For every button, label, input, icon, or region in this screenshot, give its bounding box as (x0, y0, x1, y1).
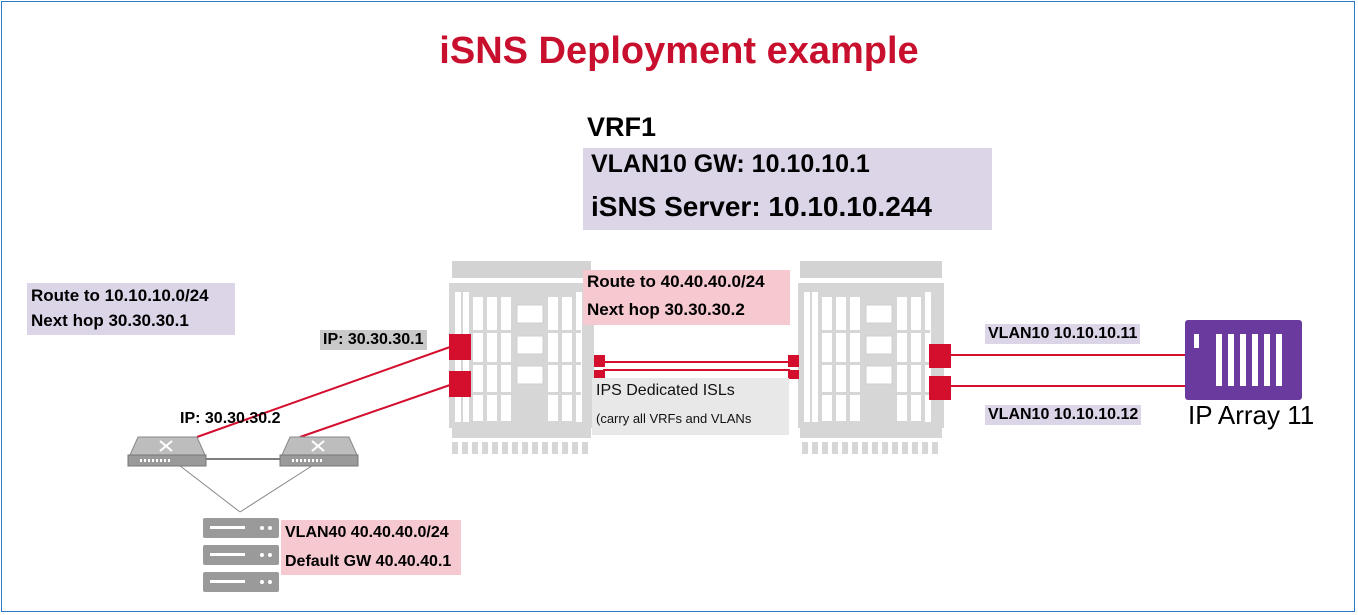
vrf-name: VRF1 (587, 112, 657, 142)
host-info-box (281, 520, 461, 575)
ethernet-switch-icon-left (127, 436, 207, 467)
route-left-line2: Next hop 30.30.30.1 (31, 311, 189, 330)
vrf-info-box (583, 148, 992, 230)
route-center-line1: Route to 40.40.40.0/24 (587, 272, 765, 291)
isl-note: (carry all VRFs and VLANs (596, 411, 752, 426)
array-port1-label: VLAN10 10.10.10.11 (985, 324, 1141, 344)
host-server-icon (203, 518, 279, 592)
array-name: IP Array 11 (1188, 400, 1315, 430)
array-port2-label: VLAN10 10.10.10.12 (985, 405, 1142, 425)
host-vlan-label: VLAN40 40.40.40.0/24 (285, 524, 449, 541)
ethernet-switch-icon-right (279, 436, 359, 467)
array-links (929, 344, 1185, 400)
route-left-line1: Route to 10.10.10.0/24 (31, 286, 209, 305)
storage-array-icon (1185, 320, 1302, 400)
isl-label-box (592, 378, 789, 435)
ip-core-switch-label: IP: 30.30.30.1 (320, 330, 427, 350)
director-chassis-icon-right (798, 261, 944, 454)
director-chassis-icon-left (449, 261, 594, 454)
core-ports (196, 334, 471, 438)
ip-edge-switch-label: IP: 30.30.30.2 (180, 410, 281, 427)
vrf-gateway: VLAN10 GW: 10.10.10.1 (591, 150, 870, 178)
edge-links (174, 458, 319, 513)
route-center-line2: Next hop 30.30.30.2 (587, 300, 745, 319)
vrf-isns-server: iSNS Server: 10.10.10.244 (591, 191, 932, 222)
diagram-title: iSNS Deployment example (439, 30, 919, 72)
isl-links (594, 355, 799, 379)
isl-label: IPS Dedicated ISLs (596, 382, 735, 399)
route-center-box (583, 270, 790, 325)
host-gateway-label: Default GW 40.40.40.1 (285, 553, 452, 570)
route-left-box (27, 283, 235, 335)
